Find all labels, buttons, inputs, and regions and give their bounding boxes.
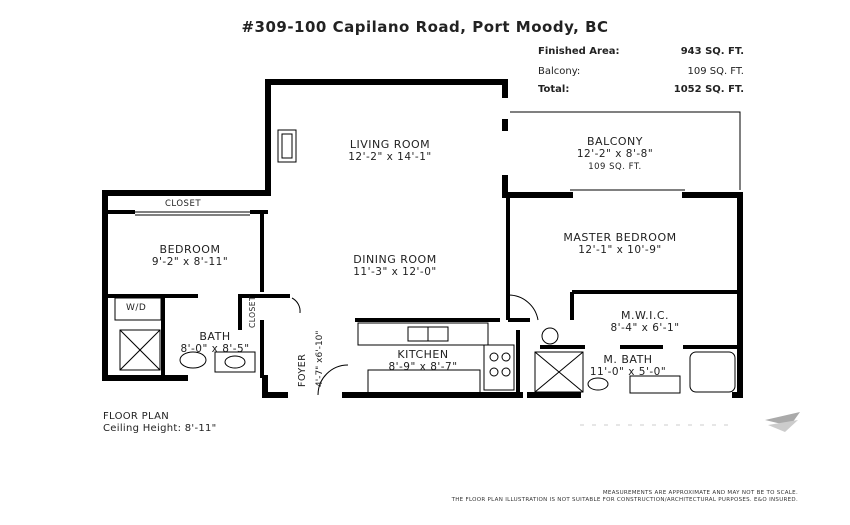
foyer-name: FOYER: [297, 353, 308, 387]
foyer-label: FOYER 4'-7" x6'-10": [295, 330, 345, 390]
mwic-name: M.W.I.C.: [620, 309, 670, 322]
bath-name: BATH: [199, 330, 231, 343]
mwic-dim: 8'-4" x 6'-1": [610, 322, 680, 334]
floor-plan-heading: FLOOR PLAN: [103, 411, 169, 422]
balcony-area-label: Balcony:: [538, 66, 581, 77]
disclaimer-line-2: THE FLOOR PLAN ILLUSTRATION IS NOT SUITA…: [451, 497, 798, 503]
master-bedroom-label: MASTER BEDROOM 12'-1" x 10'-9": [535, 231, 705, 257]
finished-area-label: Finished Area:: [538, 46, 620, 57]
living-room-label: LIVING ROOM 12'-2" x 14'-1": [330, 138, 450, 164]
living-room-dim: 12'-2" x 14'-1": [348, 151, 432, 163]
master-bath-dim: 11'-0" x 5'-0": [589, 366, 667, 378]
bath-label: BATH 8'-0" x 8'-5": [170, 330, 260, 356]
balcony-area-value: 109 SQ. FT.: [687, 66, 744, 77]
mwic-label: M.W.I.C. 8'-4" x 6'-1": [600, 309, 690, 335]
bedroom-name: BEDROOM: [159, 243, 221, 256]
kitchen-dim: 8'-9" x 8'-7": [388, 361, 458, 373]
master-bedroom-dim: 12'-1" x 10'-9": [578, 244, 662, 256]
closet2-name: CLOSET: [248, 295, 257, 328]
bedroom-dim: 9'-2" x 8'-11": [151, 256, 229, 268]
bath-dim: 8'-0" x 8'-5": [180, 343, 250, 355]
page-title: #309-100 Capilano Road, Port Moody, BC: [241, 18, 609, 36]
total-area-row: Total: 1052 SQ. FT.: [538, 84, 744, 95]
foyer-dim: 4'-7" x6'-10": [315, 330, 325, 387]
kitchen-name: KITCHEN: [397, 348, 449, 361]
total-area-value: 1052 SQ. FT.: [673, 84, 744, 95]
closet-label: CLOSET: [165, 199, 202, 209]
master-bedroom-name: MASTER BEDROOM: [563, 231, 677, 244]
balcony-dim: 12'-2" x 8'-8": [576, 148, 654, 160]
master-bath-label: M. BATH 11'-0" x 5'-0": [583, 353, 673, 379]
dining-room-dim: 11'-3" x 12'-0": [353, 266, 437, 278]
master-bath-name: M. BATH: [603, 353, 653, 366]
interior-walls: [108, 195, 740, 395]
bedroom-label: BEDROOM 9'-2" x 8'-11": [135, 243, 245, 269]
balcony-area-row: Balcony: 109 SQ. FT.: [538, 66, 744, 77]
balcony-area: 109 SQ. FT.: [588, 162, 642, 172]
total-area-label: Total:: [538, 84, 570, 95]
compass-icon: [765, 412, 800, 432]
finished-area-row: Finished Area: 943 SQ. FT.: [538, 46, 744, 57]
balcony-label: BALCONY 12'-2" x 8'-8" 109 SQ. FT.: [565, 135, 665, 174]
balcony-outline: [510, 111, 741, 191]
washer-dryer-label: W/D: [126, 303, 147, 313]
dining-room-label: DINING ROOM 11'-3" x 12'-0": [330, 253, 460, 279]
disclaimer-line-1: MEASUREMENTS ARE APPROXIMATE AND MAY NOT…: [602, 490, 798, 496]
closet2-label: CLOSET: [246, 296, 276, 330]
finished-area-value: 943 SQ. FT.: [680, 46, 744, 57]
living-room-name: LIVING ROOM: [349, 138, 431, 151]
ceiling-height: Ceiling Height: 8'-11": [103, 423, 217, 434]
dining-room-name: DINING ROOM: [353, 253, 437, 266]
fixtures: [114, 129, 736, 396]
kitchen-label: KITCHEN 8'-9" x 8'-7": [368, 348, 478, 374]
balcony-name: BALCONY: [587, 135, 643, 148]
